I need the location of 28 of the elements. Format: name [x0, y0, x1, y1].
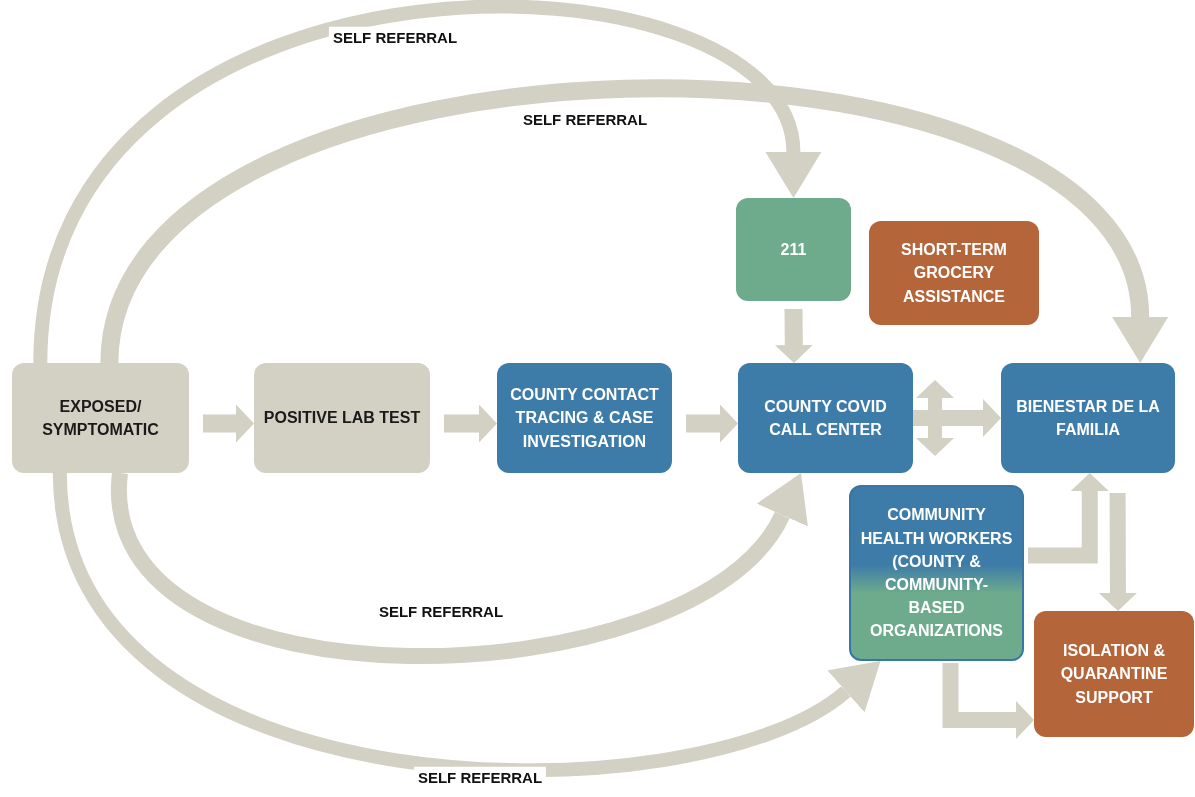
- block-arrow: [1028, 473, 1109, 564]
- process-box: [736, 198, 851, 301]
- block-arrow: [444, 404, 497, 443]
- box-label: COUNTY CONTACT TRACING & CASE INVESTIGATION: [509, 385, 660, 452]
- block-arrow: [203, 404, 254, 443]
- block-arrow: [913, 380, 1001, 456]
- box-label: COMMUNITY HEALTH WORKERS (COUNTY & COMMUNITY-BASED ORGANIZATIONS: [859, 505, 1014, 642]
- process-box: [738, 363, 913, 473]
- block-arrow: [112, 472, 810, 664]
- process-box: [869, 221, 1039, 325]
- block-arrow: [1098, 492, 1137, 611]
- block-arrow: [774, 308, 813, 363]
- process-box: [497, 363, 672, 473]
- block-arrow: [686, 404, 738, 443]
- process-box: [1001, 363, 1175, 473]
- box-label: COUNTY COVID CALL CENTER: [763, 396, 888, 440]
- process-box: [849, 485, 1024, 661]
- box-label: EXPOSED/ SYMPTOMATIC: [41, 396, 160, 440]
- box-label: ISOLATION & QUARANTINE SUPPORT: [1059, 641, 1169, 708]
- block-arrow: [33, 0, 821, 364]
- block-arrow: [100, 80, 1168, 366]
- box-label: POSITIVE LAB TEST: [263, 408, 421, 429]
- box-label: SHORT-TERM GROCERY ASSISTANCE: [900, 240, 1008, 307]
- process-box: [12, 363, 189, 473]
- process-box: [1034, 611, 1194, 737]
- process-box: [254, 363, 430, 473]
- box-label: BIENESTAR DE LA FAMILIA: [1015, 396, 1161, 440]
- box-label: 211: [780, 239, 807, 260]
